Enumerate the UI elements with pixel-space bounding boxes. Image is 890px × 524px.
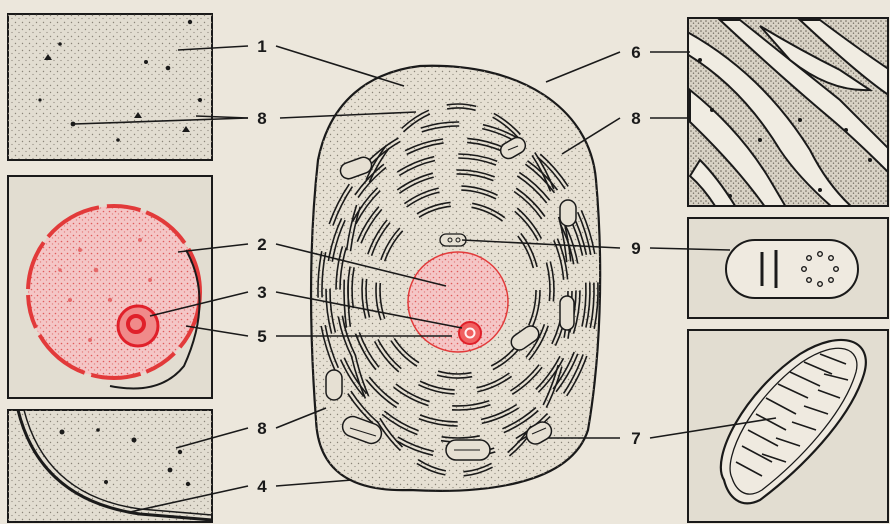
cytoplasm-inset — [8, 14, 212, 160]
cell-membrane-inset — [8, 410, 212, 522]
label-4: 4 — [257, 477, 267, 496]
label-8-right: 8 — [631, 109, 640, 128]
label-2: 2 — [257, 235, 266, 254]
mitochondrion-inset — [688, 330, 888, 522]
label-7: 7 — [631, 429, 640, 448]
label-8-bottom-left: 8 — [257, 419, 266, 438]
endoplasmic-reticulum-inset — [680, 18, 890, 214]
cell-body — [311, 66, 600, 491]
label-6: 6 — [631, 43, 640, 62]
label-1: 1 — [257, 37, 266, 56]
label-3: 3 — [257, 283, 266, 302]
nucleolus-inset — [118, 306, 158, 346]
nucleolus — [459, 322, 481, 344]
nucleus-inset — [8, 176, 212, 398]
centriole-inset — [688, 218, 888, 318]
label-5: 5 — [257, 327, 266, 346]
nucleus — [408, 252, 508, 352]
label-8-top-left: 8 — [257, 109, 266, 128]
label-9: 9 — [631, 239, 640, 258]
